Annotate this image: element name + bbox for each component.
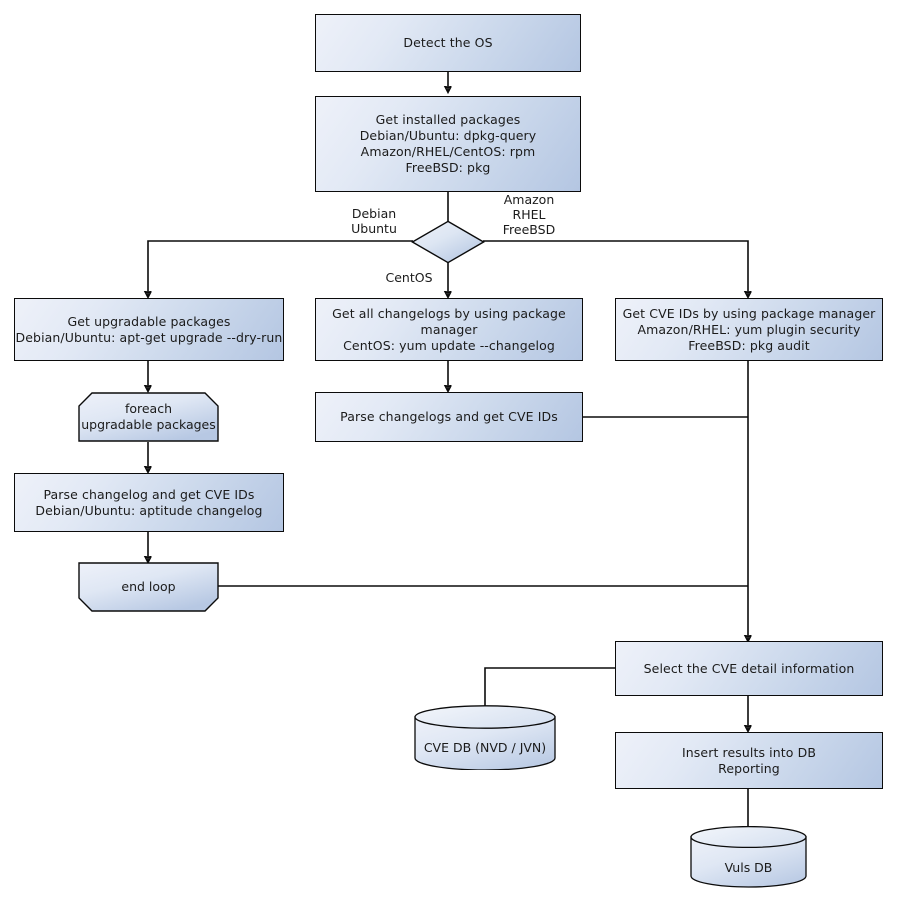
node-get-upgradable-packages[interactable]: Get upgradable packages Debian/Ubuntu: a… xyxy=(14,298,284,361)
node-parse-changelogs-cve[interactable]: Parse changelogs and get CVE IDs xyxy=(315,392,583,442)
node-get-cve-ids[interactable]: Get CVE IDs by using package manager Ama… xyxy=(615,298,883,361)
node-select-cve-detail-label: Select the CVE detail information xyxy=(643,660,855,676)
edge-label-debian-ubuntu: Debian Ubuntu xyxy=(338,206,410,236)
node-select-cve-detail[interactable]: Select the CVE detail information xyxy=(615,641,883,696)
node-get-all-changelogs[interactable]: Get all changelogs by using package mana… xyxy=(315,298,583,361)
edge-label-centos-text: CentOS xyxy=(385,270,433,285)
edge-decision-left xyxy=(148,240,413,296)
node-get-cve-ids-label: Get CVE IDs by using package manager Ama… xyxy=(622,305,876,353)
node-insert-results[interactable]: Insert results into DB Reporting xyxy=(615,732,883,789)
node-get-installed-packages[interactable]: Get installed packages Debian/Ubuntu: dp… xyxy=(315,96,581,192)
node-detect-os-label: Detect the OS xyxy=(403,35,493,50)
node-get-upgradable-packages-label: Get upgradable packages Debian/Ubuntu: a… xyxy=(15,313,283,345)
node-insert-results-label: Insert results into DB Reporting xyxy=(682,744,816,776)
edge-label-amazon-rhel-freebsd-text: Amazon RHEL FreeBSD xyxy=(502,192,556,237)
edge-label-debian-ubuntu-text: Debian Ubuntu xyxy=(351,206,397,236)
node-parse-changelog-debian-label: Parse changelog and get CVE IDs Debian/U… xyxy=(35,486,263,518)
edge-label-centos: CentOS xyxy=(379,270,439,285)
node-foreach-upgradable-packages[interactable]: foreach upgradable packages xyxy=(78,392,219,442)
node-parse-changelogs-cve-label: Parse changelogs and get CVE IDs xyxy=(340,409,558,424)
node-vuls-db-label: Vuls DB xyxy=(724,859,773,875)
node-parse-changelog-debian[interactable]: Parse changelog and get CVE IDs Debian/U… xyxy=(14,473,284,532)
node-vuls-db[interactable]: Vuls DB xyxy=(690,826,807,888)
node-end-loop-label: end loop xyxy=(121,579,176,594)
node-end-loop[interactable]: end loop xyxy=(78,562,219,612)
node-get-installed-packages-label: Get installed packages Debian/Ubuntu: dp… xyxy=(359,112,537,175)
edge-decision-right xyxy=(483,240,748,296)
node-cve-db-label: CVE DB (NVD / JVN) xyxy=(423,740,547,755)
node-detect-os[interactable]: Detect the OS xyxy=(315,14,581,72)
node-get-all-changelogs-label: Get all changelogs by using package mana… xyxy=(332,305,566,353)
edge-label-amazon-rhel-freebsd: Amazon RHEL FreeBSD xyxy=(489,192,569,237)
node-foreach-label: foreach upgradable packages xyxy=(81,401,216,432)
node-cve-db[interactable]: CVE DB (NVD / JVN) xyxy=(414,705,556,770)
node-os-decision[interactable] xyxy=(411,220,485,264)
